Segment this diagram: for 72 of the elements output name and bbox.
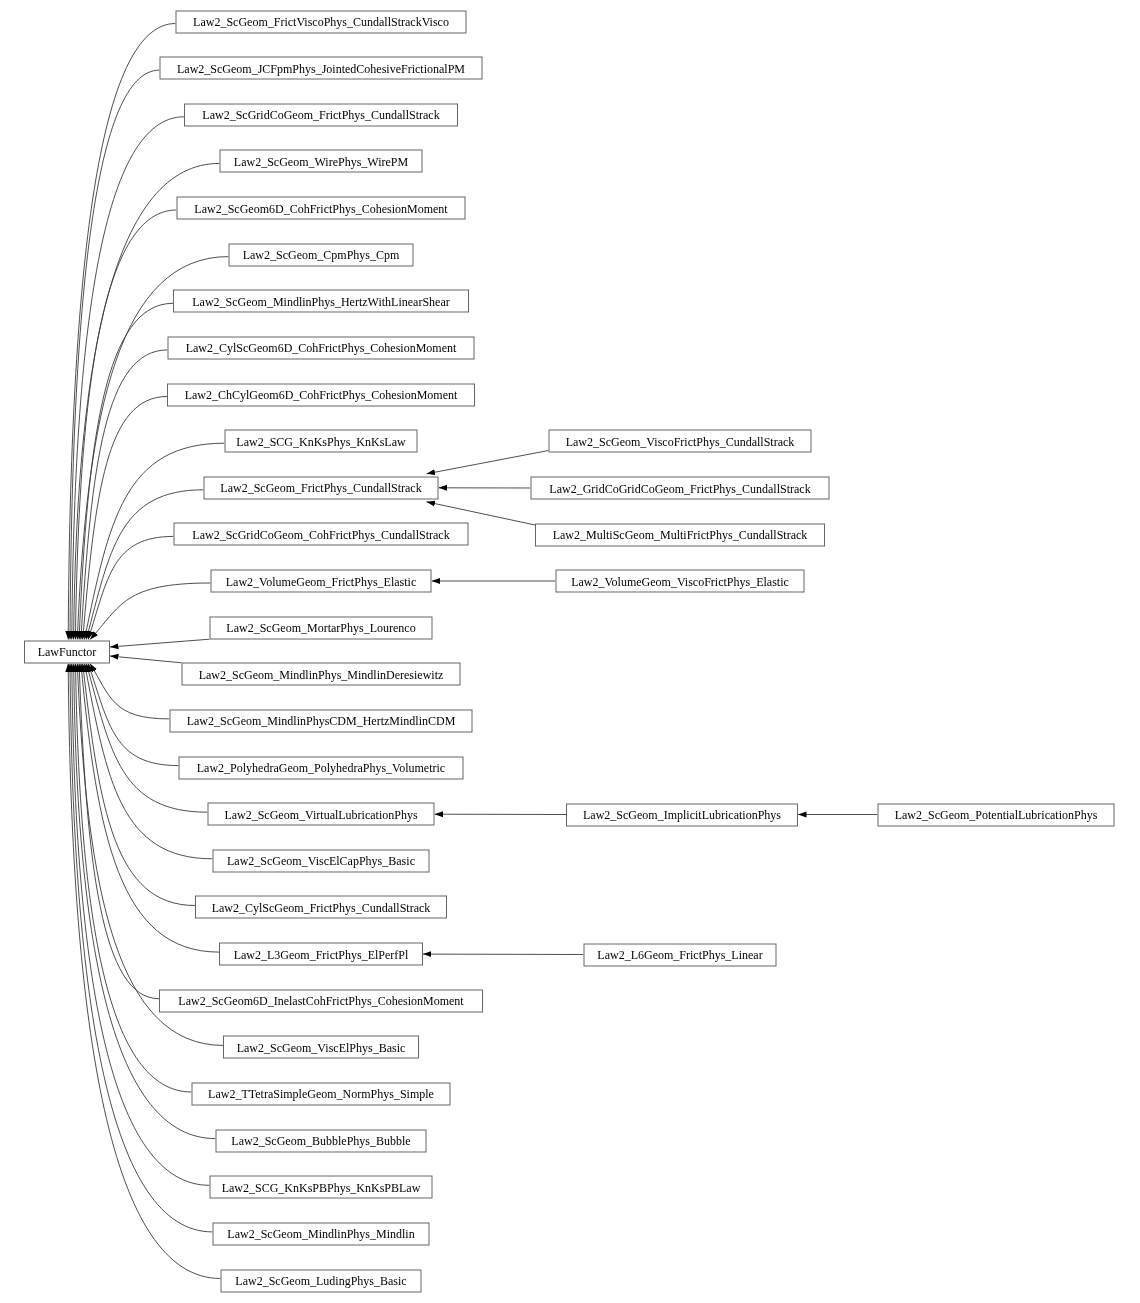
class-name: Law2_ScGeom_BubblePhys_Bubble: [231, 1133, 411, 1148]
class-name: Law2_ScGeom_ViscoFrictPhys_CundallStrack: [565, 434, 795, 448]
class-name: Law2_ScGeom_MindlinPhys_MindlinDeresiewitz: [198, 667, 444, 682]
class-name: Law2_ChCylGeom6D_CohFrictPhys_CohesionMoment: [184, 387, 458, 402]
class-box: [224, 429, 418, 453]
class-box: [178, 756, 464, 780]
class-name: Law2_ScGeom_MindlinPhysCDM_HertzMindlinCDM: [186, 713, 456, 728]
class-name: Law2_PolyhedraGeom_PolyhedraPhys_Volumetric: [196, 760, 446, 775]
class-name: Law2_ScGeom_MindlinPhys_Mindlin: [227, 1226, 415, 1241]
class-box: [167, 383, 475, 407]
class-name: Law2_CylScGeom6D_CohFrictPhys_CohesionMoment: [185, 340, 457, 355]
class-name: Law2_ScGridCoGeom_CohFrictPhys_CundallStrack: [192, 527, 450, 542]
class-box: [566, 803, 798, 826]
class-box: [212, 849, 430, 873]
class-name: Law2_ScGeom_ViscElPhys_Basic: [236, 1040, 406, 1055]
class-box: [169, 709, 473, 733]
class-name: Law2_ScGeom_FrictPhys_CundallStrack: [220, 480, 422, 495]
class-box: [210, 569, 432, 593]
class-box: [215, 1129, 427, 1153]
class-box: [220, 1269, 422, 1292]
class-name: Law2_ScGeom_CpmPhys_Cpm: [242, 247, 400, 262]
class-box: [181, 662, 461, 686]
class-box: [209, 1175, 433, 1199]
class-box: [167, 336, 475, 360]
class-box: [223, 1035, 419, 1059]
class-name: Law2_GridCoGridCoGeom_FrictPhys_CundallStrack: [549, 481, 811, 495]
class-name: Law2_ScGeom_JCFpmPhys_JointedCohesiveFrictionalPM: [177, 61, 465, 76]
class-box: [176, 196, 466, 220]
class-box: [548, 429, 812, 453]
class-name: Law2_ScGeom_MortarPhys_Lourenco: [226, 620, 416, 635]
class-name: Law2_ScGeom_PotentialLubricationPhys: [894, 807, 1098, 822]
class-name: Law2_VolumeGeom_ViscoFrictPhys_Elastic: [571, 574, 789, 588]
class-name: Law2_ScGeom_ImplicitLubricationPhys: [583, 807, 781, 822]
class-box: [219, 942, 423, 966]
class-box: [175, 10, 467, 33]
class-name: Law2_SCG_KnKsPBPhys_KnKsPBLaw: [221, 1180, 421, 1195]
class-box: [535, 523, 825, 546]
class-box: [219, 149, 423, 173]
class-box: [173, 289, 469, 313]
class-name: Law2_ScGeom_FrictViscoPhys_CundallStrackVisco: [193, 14, 449, 29]
class-name: Law2_L3Geom_FrictPhys_ElPerfPl: [233, 947, 409, 962]
class-name: Law2_ScGeom6D_CohFrictPhys_CohesionMoment: [194, 201, 448, 215]
class-box: [191, 1082, 451, 1106]
class-box: [24, 640, 110, 663]
class-box: [184, 103, 458, 127]
class-name: Law2_TTetraSimpleGeom_NormPhys_Simple: [208, 1087, 434, 1101]
class-box: [228, 243, 414, 267]
class-box: [203, 476, 439, 500]
class-name: Law2_VolumeGeom_FrictPhys_Elastic: [225, 574, 417, 589]
class-box: [159, 56, 483, 80]
class-box: [207, 802, 435, 826]
class-box: [159, 989, 483, 1013]
class-name: Law2_ScGeom_WirePhys_WirePM: [233, 154, 409, 169]
class-box: [530, 476, 830, 500]
class-box: [173, 522, 469, 546]
class-box: [583, 943, 777, 966]
class-name: Law2_ScGeom6D_InelastCohFrictPhys_CohesionMoment: [178, 993, 464, 1008]
class-name: Law2_ScGridCoGeom_FrictPhys_CundallStrack: [202, 107, 440, 122]
class-name: Law2_ScGeom_MindlinPhys_HertzWithLinearShear: [192, 294, 450, 309]
class-name: Law2_ScGeom_ViscElCapPhys_Basic: [227, 853, 415, 868]
class-name: Law2_ScGeom_VirtualLubricationPhys: [224, 807, 418, 822]
class-name: Law2_SCG_KnKsPhys_KnKsLaw: [236, 434, 406, 449]
class-box: [555, 569, 805, 593]
class-box: [209, 616, 433, 640]
class-name: Law2_MultiScGeom_MultiFrictPhys_CundallStrack: [552, 527, 808, 542]
class-name: LawFunctor: [37, 644, 97, 659]
class-box: [877, 803, 1115, 826]
class-name: Law2_CylScGeom_FrictPhys_CundallStrack: [211, 900, 431, 915]
class-box: [195, 895, 447, 919]
class-box: [212, 1222, 430, 1246]
class-name: Law2_ScGeom_LudingPhys_Basic: [235, 1273, 407, 1288]
class-name: Law2_L6Geom_FrictPhys_Linear: [597, 947, 763, 962]
